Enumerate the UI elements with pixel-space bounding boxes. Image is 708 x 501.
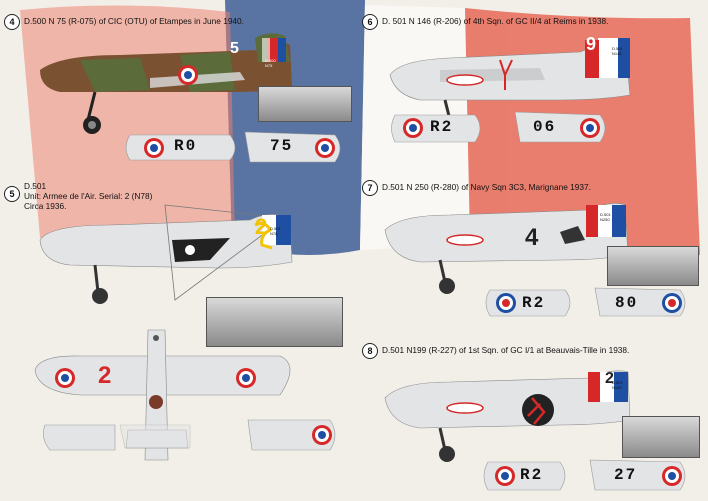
wing-code-4-left: R0: [174, 137, 198, 155]
fuselage-code-7: 4: [525, 224, 539, 251]
wing-decal-row-6: [391, 111, 606, 143]
reference-photo-8: [622, 416, 700, 458]
aircraft-profile-5: [39, 204, 293, 304]
wing-code-6-left: R2: [430, 118, 454, 136]
caption-5-line-3: Circa 1936.: [24, 201, 67, 211]
aircraft-profile-6: [389, 38, 631, 132]
aircraft-profile-8: [384, 370, 631, 462]
profile-number-4: 4: [4, 14, 20, 30]
caption-7: D.501 N 250 (R-280) of Navy Sqn 3C3, Mar…: [382, 182, 591, 192]
fin-code-8: 2: [605, 370, 614, 387]
wing-decal-row-4: [125, 131, 341, 163]
caption-6: D. 501 N 146 (R-206) of 4th Sqn. of GC I…: [382, 16, 609, 26]
aircraft-profile-7: [384, 203, 629, 294]
reference-photo-5: [206, 297, 343, 347]
aircraft-profile-4: [40, 33, 292, 134]
caption-4: D.500 N 75 (R-075) of CIC (OTU) of Etamp…: [24, 16, 244, 26]
wing-decal-row-8: [483, 459, 686, 491]
wing-code-8-left: R2: [520, 466, 544, 484]
profile-number-7: 7: [362, 180, 378, 196]
caption-8: D.501 N199 (R-227) of 1st Sqn. of GC I/1…: [382, 345, 630, 355]
reference-photo-4: [258, 86, 352, 122]
profile-number-8: 8: [362, 343, 378, 359]
fin-code-6: 9: [586, 34, 597, 54]
fin-code-5: 2: [255, 214, 268, 239]
reference-photo-7: [607, 246, 699, 286]
wing-code-7-left: R2: [522, 294, 546, 312]
wing-code-6-right: 06: [533, 118, 557, 136]
wing-code-4-right: 75: [270, 137, 294, 155]
wing-code-8-right: 27: [614, 466, 638, 484]
wing-decal-row-7: [485, 287, 686, 317]
profile-number-5: 5: [4, 186, 20, 202]
wing-code-7-right: 80: [615, 294, 639, 312]
caption-5-line-1: D.501: [24, 181, 47, 191]
wing-code-5: 2: [98, 362, 112, 389]
profile-number-6: 6: [362, 14, 378, 30]
caption-5-line-2: Unit: Armee de l'Air. Serial: 2 (N78): [24, 191, 153, 201]
wing-decal-row-5: [43, 419, 336, 451]
fin-code-4: 5: [230, 40, 239, 57]
